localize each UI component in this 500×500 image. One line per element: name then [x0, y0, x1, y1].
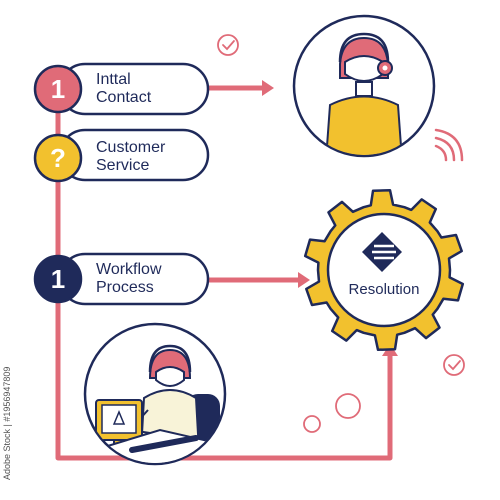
step-2-label: Customer Service [96, 139, 165, 175]
computer-agent-icon [83, 322, 227, 466]
step-3-label-line2: Process [96, 279, 154, 296]
step-2-label-line2: Service [96, 157, 150, 174]
headset-agent-icon [292, 14, 436, 158]
side-id-text: Adobe Stock | #1956947809 [2, 366, 12, 480]
step-2-label-line1: Customer [96, 139, 166, 156]
step-3-badge: 1 [50, 263, 66, 294]
step-1-label-line1: Inttal [96, 71, 131, 88]
step-1-badge: 1 [50, 73, 66, 104]
step-3-label: Workflow Process [96, 261, 162, 297]
step-3-label-line1: Workflow [96, 261, 162, 278]
step-2-badge: ? [50, 142, 66, 173]
step-pill-3 [33, 252, 210, 306]
arrow-head-gear [298, 272, 310, 288]
arrow-head-agent [262, 80, 274, 96]
step-1-label: Inttal Contact [96, 71, 151, 107]
wifi-signal-icon [434, 128, 464, 162]
check-circle-icon-2 [443, 354, 465, 376]
resolution-logo-icon [362, 232, 402, 272]
step-pill-1 [33, 62, 210, 116]
gear-label: Resolution [348, 281, 420, 298]
decorative-bubbles [303, 393, 361, 433]
step-pill-2 [33, 128, 210, 183]
step-1-label-line2: Contact [96, 89, 152, 106]
check-circle-icon [217, 34, 239, 56]
